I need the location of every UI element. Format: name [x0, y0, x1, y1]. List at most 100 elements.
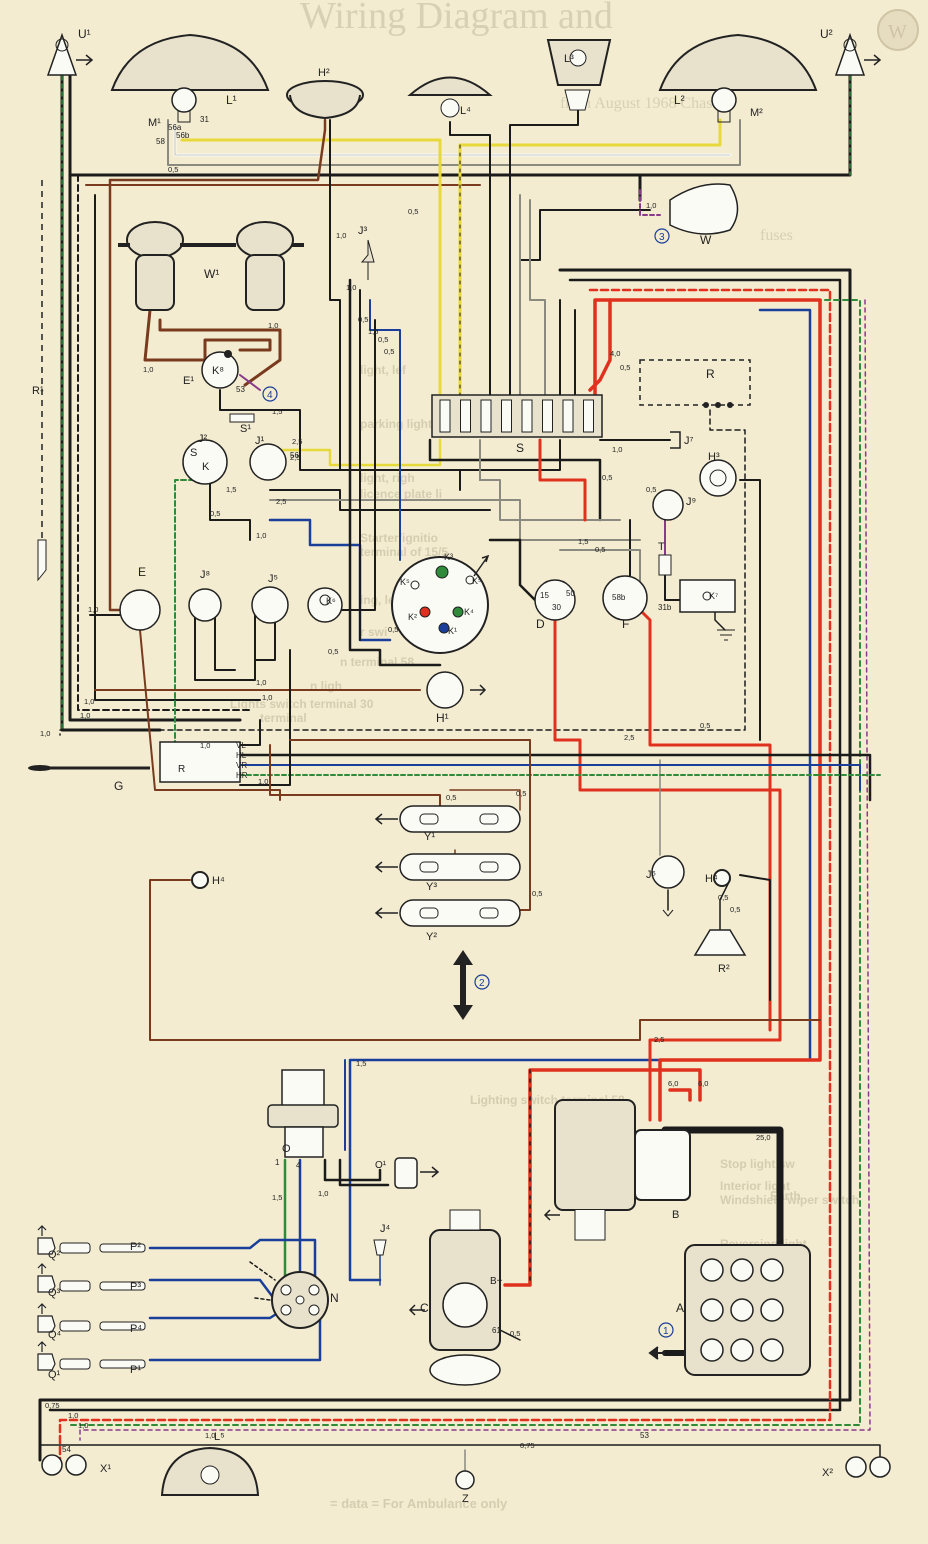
wire-red-main-2	[588, 298, 612, 392]
relay-R	[639, 359, 751, 408]
wire-size-labels: 0,50,51,01,01,00,51,50,50,51,01,01,52,52…	[40, 165, 771, 1450]
label-k5a: K⁵	[400, 577, 410, 587]
wire-G-1	[239, 719, 261, 746]
wire-J2-black	[209, 469, 251, 541]
wire-N-blue-5	[148, 1318, 322, 1362]
switch-E	[119, 589, 161, 631]
wire-size-label: 6,0	[698, 1079, 708, 1088]
wire-N-blue-4	[148, 1303, 292, 1320]
bg-note: light, righ	[360, 471, 415, 485]
wire-size-label: 2,5	[276, 497, 286, 506]
terminal-vl: VL	[236, 741, 246, 750]
lamp-K6	[307, 587, 343, 623]
fuse-box-S	[431, 394, 603, 438]
rear-light-right	[845, 1456, 891, 1478]
speaker-R2	[693, 929, 747, 956]
wire-size-label: 1,0	[268, 321, 278, 330]
wire-size-label: 0,5	[700, 721, 710, 730]
label-k4: K⁴	[464, 607, 474, 617]
label-l2: L²	[674, 93, 685, 107]
wire-size-label: 1,0	[256, 678, 266, 687]
plug-lead	[99, 1321, 146, 1331]
bg-note: Lights switch terminal 30	[230, 697, 374, 711]
ground-arrow	[374, 907, 398, 919]
wire-size-label: 0,5	[730, 905, 740, 914]
wire-size-label: 0,5	[210, 509, 220, 518]
label-p3: P³	[130, 1281, 141, 1293]
label-s1: S¹	[240, 423, 251, 435]
wire-size-label: 0,5	[532, 889, 542, 898]
label-p4: P⁴	[130, 1323, 142, 1335]
switch-J5	[251, 586, 289, 624]
label-b_plus: B+	[490, 1276, 503, 1287]
components	[28, 32, 891, 1496]
bg-note: licence plate li	[360, 487, 442, 501]
label-q2: Q²	[48, 1249, 61, 1261]
turn-signal-front-left	[46, 32, 94, 76]
wire-size-label: 1,0	[143, 365, 153, 374]
bg-fuses: fuses	[760, 227, 793, 244]
switch-F	[602, 575, 648, 621]
wire-N-dashed	[249, 1261, 276, 1301]
wire-size-label: 1,0	[646, 201, 656, 210]
label-z: Z	[462, 1493, 469, 1505]
turn-signal-front-right	[834, 32, 882, 76]
fuse	[521, 399, 533, 433]
terminal-hr: HR	[236, 771, 248, 780]
ground-arrow	[374, 813, 398, 825]
licence-light-L5	[160, 1446, 260, 1496]
bulb	[479, 813, 499, 825]
headlight-right	[658, 33, 818, 123]
label-h3: H³	[708, 451, 720, 463]
wire-J1-grey	[269, 499, 641, 541]
bg-note: Windshield wiper switch	[720, 1193, 859, 1207]
label-l4: L⁴	[460, 105, 471, 117]
label-s_sw: S	[190, 447, 197, 459]
wire-harness	[38, 58, 881, 1471]
wire-W1-brown	[143, 308, 272, 362]
wire-fuse-red-out	[538, 438, 587, 522]
label-j1: J¹	[255, 435, 265, 447]
wire-B-red-2	[668, 1088, 692, 1102]
label-k8: K⁸	[212, 365, 224, 377]
battery-cell	[760, 1258, 784, 1282]
ground-arrow	[374, 861, 398, 873]
callout-circle	[262, 386, 278, 402]
bg-note: n terminal 58	[340, 655, 414, 669]
wire-size-label: 0,5	[620, 363, 630, 372]
wire-size-label: 1,0	[612, 445, 622, 454]
wire-D-red	[553, 608, 782, 1122]
fuse	[562, 399, 574, 433]
wire-E1-violet	[239, 374, 261, 391]
bulb	[419, 861, 439, 873]
label-b: B	[672, 1209, 679, 1221]
wire-size-label: 0,5	[358, 315, 368, 324]
direction-arrow	[453, 950, 473, 1020]
horn-button-H1	[426, 671, 487, 709]
lamp-L3	[546, 39, 612, 111]
wire-size-label: 0,75	[45, 1401, 60, 1410]
battery-A	[648, 1244, 811, 1376]
label-k5b: K⁵	[472, 576, 482, 586]
bulb	[419, 813, 439, 825]
bg-note: Interior light	[720, 1179, 790, 1193]
instrument-cluster	[391, 554, 490, 654]
wire-L1-white-outline	[174, 124, 731, 156]
terminal-vr: VR	[236, 761, 247, 770]
switch-H4-right	[713, 869, 731, 887]
wire-E1-black	[219, 389, 341, 471]
wire-size-label: 2,5	[654, 1035, 664, 1044]
wire-W1-brown-2	[158, 318, 282, 387]
label-x2: X²	[822, 1467, 833, 1479]
label-q4: Q⁴	[48, 1329, 62, 1341]
label-o_one: O¹	[375, 1160, 387, 1171]
wire-frame-left-2	[77, 174, 251, 711]
wire-size-label: 1,0	[258, 777, 268, 786]
label-q1: Q¹	[48, 1369, 61, 1381]
wire-size-label: 2,5	[292, 437, 302, 446]
callout-circle	[654, 228, 670, 244]
wire-fuse-grey-2	[529, 199, 546, 401]
fuse	[460, 399, 471, 433]
vw-logo: W	[877, 9, 919, 51]
label-f: F	[622, 617, 629, 631]
